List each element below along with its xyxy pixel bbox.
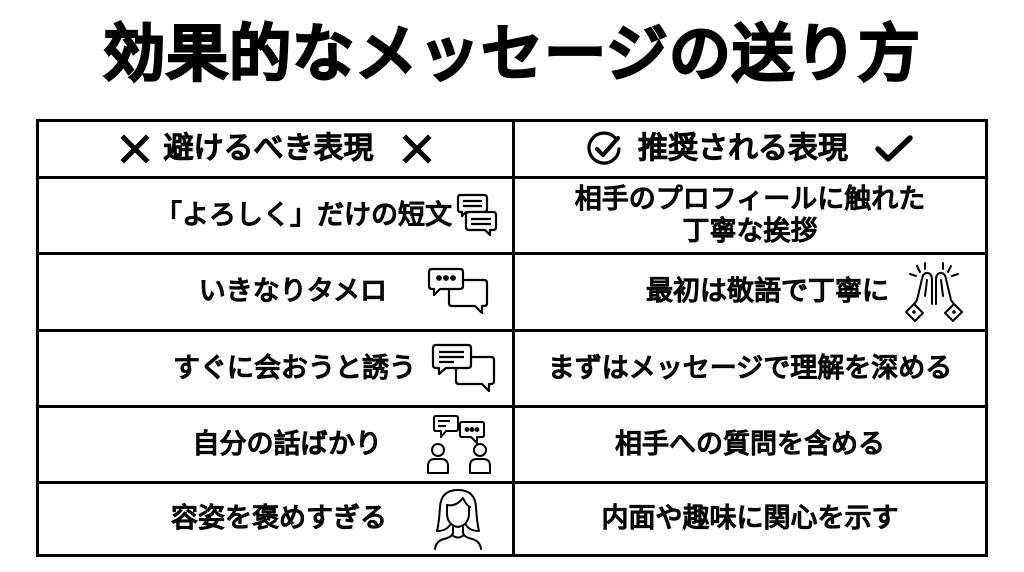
avoid-row-2: いきなりタメロ <box>39 255 515 332</box>
recommend-row-2: 最初は敬語で丁寧に <box>515 255 985 332</box>
header-recommend: 推奨される表現 <box>515 122 985 179</box>
page-title: 効果的なメッセージの送り方 <box>102 16 921 91</box>
recommend-text: 内面や趣味に関心を示す <box>601 503 899 534</box>
woman-face-icon <box>432 487 484 551</box>
avoid-row-4: 自分の話ばかり <box>39 408 515 484</box>
checkmark-icon <box>874 134 914 164</box>
recommend-text: 相手のプロフィールに触れた 丁寧な挨拶 <box>574 183 926 247</box>
comparison-table: 避けるべき表現 推奨される表現 「よろしく」だけの短文 相手 <box>36 119 988 557</box>
header-avoid-label: 避けるべき表現 <box>163 131 374 166</box>
recommend-text: まずはメッセージで理解を深める <box>547 352 953 384</box>
header-recommend-label: 推奨される表現 <box>638 131 849 166</box>
check-circle-icon <box>586 130 624 168</box>
praying-hands-icon <box>903 260 965 324</box>
recommend-text: 相手への質問を含める <box>615 428 885 460</box>
avoid-text: 自分の話ばかり <box>192 428 382 460</box>
chat-bubbles-text-icon <box>430 341 498 397</box>
recommend-row-1: 相手のプロフィールに触れた 丁寧な挨拶 <box>515 179 985 255</box>
two-people-talking-icon <box>426 414 492 476</box>
avoid-text: 容姿を褒めすぎる <box>171 503 387 534</box>
avoid-text: いきなりタメロ <box>198 276 388 307</box>
avoid-text: すぐに会おうと誘う <box>173 352 416 384</box>
avoid-row-1: 「よろしく」だけの短文 <box>39 179 515 255</box>
recommend-row-3: まずはメッセージで理解を深める <box>515 332 985 408</box>
recommend-row-4: 相手への質問を含める <box>515 408 985 484</box>
avoid-row-5: 容姿を褒めすぎる <box>39 484 515 554</box>
recommend-row-5: 内面や趣味に関心を示す <box>515 484 985 554</box>
x-mark-icon <box>119 134 150 164</box>
avoid-text: 「よろしく」だけの短文 <box>155 199 452 231</box>
avoid-row-3: すぐに会おうと誘う <box>39 332 515 408</box>
header-avoid: 避けるべき表現 <box>39 122 515 179</box>
x-mark-icon <box>401 134 432 164</box>
chat-bubbles-lines-icon <box>456 192 498 240</box>
recommend-text: 最初は敬語で丁寧に <box>646 276 889 307</box>
chat-bubbles-dots-icon <box>426 265 490 319</box>
